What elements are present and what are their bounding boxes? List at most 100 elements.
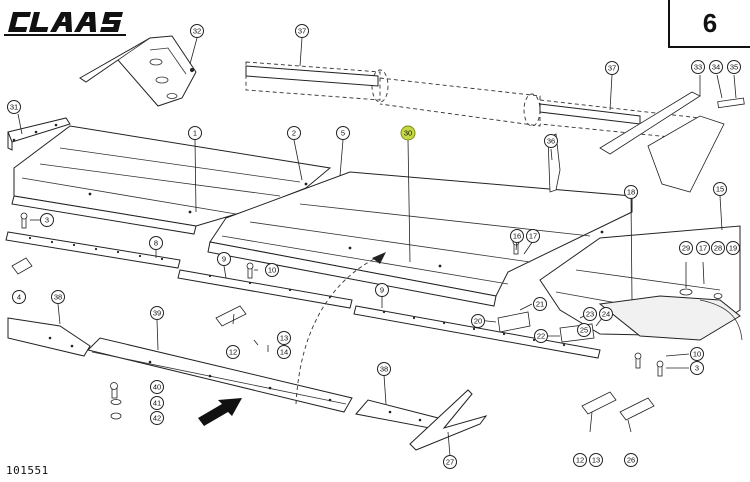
page-number: 6 xyxy=(668,0,750,48)
part-31-strip xyxy=(7,117,71,151)
strip-9-right xyxy=(353,305,601,359)
callout-25: 25 xyxy=(577,323,591,337)
svg-text:26: 26 xyxy=(627,456,635,465)
svg-text:12: 12 xyxy=(229,348,237,357)
svg-text:16: 16 xyxy=(513,232,521,241)
travel-direction-arrow xyxy=(198,398,242,426)
callout-14: 14 xyxy=(277,345,291,359)
callout-41: 41 xyxy=(150,396,164,410)
svg-text:25: 25 xyxy=(580,326,588,335)
callout-3-left: 3 xyxy=(40,213,54,227)
callout-10-right: 10 xyxy=(690,347,704,361)
part-27-tine xyxy=(409,389,488,451)
callout-9-left: 9 xyxy=(217,252,231,266)
svg-text:8: 8 xyxy=(154,239,158,248)
svg-text:3: 3 xyxy=(45,216,49,225)
callout-1: 1 xyxy=(188,126,202,140)
svg-text:34: 34 xyxy=(712,63,720,72)
callout-20: 20 xyxy=(471,314,485,328)
svg-text:38: 38 xyxy=(380,365,388,374)
claas-logo xyxy=(4,12,126,36)
svg-text:35: 35 xyxy=(730,63,738,72)
callout-5: 5 xyxy=(336,126,350,140)
callout-27: 27 xyxy=(443,455,457,469)
svg-text:13: 13 xyxy=(592,456,600,465)
svg-text:41: 41 xyxy=(153,399,161,408)
callout-12-left: 12 xyxy=(226,345,240,359)
svg-text:10: 10 xyxy=(693,350,701,359)
callout-10-left: 10 xyxy=(265,263,279,277)
part-39-plate xyxy=(87,337,353,413)
svg-text:28: 28 xyxy=(714,244,722,253)
svg-text:27: 27 xyxy=(446,458,454,467)
drawing-number: 101551 xyxy=(6,464,49,477)
callout-3-right: 3 xyxy=(690,361,704,375)
callout-4: 4 xyxy=(12,290,26,304)
callout-9-right: 9 xyxy=(375,283,389,297)
callout-34: 34 xyxy=(709,60,723,74)
svg-text:19: 19 xyxy=(729,244,737,253)
svg-text:10: 10 xyxy=(268,266,276,275)
callout-16: 16 xyxy=(510,229,524,243)
svg-text:5: 5 xyxy=(341,129,345,138)
svg-text:37: 37 xyxy=(298,27,306,36)
callout-17-right: 17 xyxy=(696,241,710,255)
assembly-arrowhead xyxy=(372,252,386,264)
svg-text:33: 33 xyxy=(694,63,702,72)
svg-text:40: 40 xyxy=(153,383,161,392)
svg-text:15: 15 xyxy=(716,185,724,194)
callout-21: 21 xyxy=(533,297,547,311)
callout-37-left: 37 xyxy=(295,24,309,38)
callout-32: 32 xyxy=(190,24,204,38)
part-32-bracket xyxy=(79,35,197,107)
svg-text:31: 31 xyxy=(10,103,18,112)
callout-42: 42 xyxy=(150,411,164,425)
svg-text:38: 38 xyxy=(54,293,62,302)
svg-text:22: 22 xyxy=(537,332,545,341)
svg-text:24: 24 xyxy=(602,310,610,319)
svg-text:39: 39 xyxy=(153,309,161,318)
callout-24: 24 xyxy=(599,307,613,321)
callout-31: 31 xyxy=(7,100,21,114)
svg-text:9: 9 xyxy=(222,255,226,264)
svg-text:3: 3 xyxy=(695,364,699,373)
part-5-panel xyxy=(207,171,633,307)
svg-text:12: 12 xyxy=(576,456,584,465)
leader-lines xyxy=(17,37,737,457)
svg-text:4: 4 xyxy=(17,293,21,302)
callout-38-left: 38 xyxy=(51,290,65,304)
callout-30-highlighted[interactable]: 30 xyxy=(400,125,416,141)
callout-12-right: 12 xyxy=(573,453,587,467)
callout-18: 18 xyxy=(624,185,638,199)
callout-33: 33 xyxy=(691,60,705,74)
callout-19: 19 xyxy=(726,241,740,255)
svg-text:30: 30 xyxy=(404,129,412,138)
svg-text:17: 17 xyxy=(699,244,707,253)
callout-17-left: 17 xyxy=(526,229,540,243)
callout-22: 22 xyxy=(534,329,548,343)
callout-36: 36 xyxy=(544,134,558,148)
svg-text:20: 20 xyxy=(474,317,482,326)
svg-text:14: 14 xyxy=(280,348,288,357)
svg-text:36: 36 xyxy=(547,137,555,146)
callout-13-left: 13 xyxy=(277,331,291,345)
callout-8: 8 xyxy=(149,236,163,250)
svg-text:17: 17 xyxy=(529,232,537,241)
callout-40: 40 xyxy=(150,380,164,394)
callout-13-right: 13 xyxy=(589,453,603,467)
callout-2: 2 xyxy=(287,126,301,140)
part-15-panel xyxy=(539,225,743,341)
svg-text:42: 42 xyxy=(153,414,161,423)
hardware-group xyxy=(11,91,745,421)
svg-text:29: 29 xyxy=(682,244,690,253)
svg-text:37: 37 xyxy=(608,64,616,73)
part-38-left-plate xyxy=(7,317,91,357)
callout-28: 28 xyxy=(711,241,725,255)
strip-8 xyxy=(5,231,181,269)
svg-text:32: 32 xyxy=(193,27,201,36)
svg-text:2: 2 xyxy=(292,129,296,138)
callout-35: 35 xyxy=(727,60,741,74)
svg-text:1: 1 xyxy=(193,129,197,138)
svg-text:23: 23 xyxy=(586,310,594,319)
